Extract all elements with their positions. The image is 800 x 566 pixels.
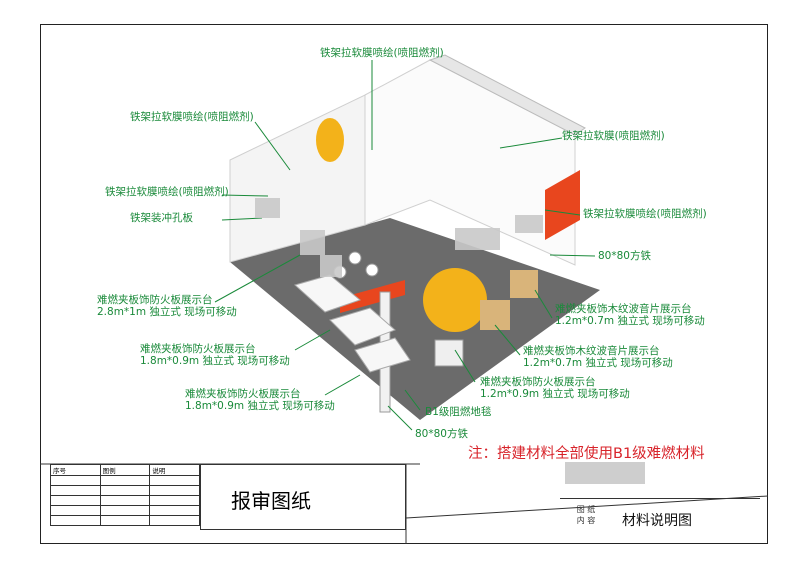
label-display-right-1: 难燃夹板饰木纹波音片展示台 1.2m*0.7m 独立式 现场可移动 bbox=[555, 303, 705, 327]
yellow-circle-graphic bbox=[423, 268, 487, 332]
label-display-left-1: 难燃夹板饰防火板展示台 2.8m*1m 独立式 现场可移动 bbox=[97, 294, 237, 318]
label-display-right-1-spec: 1.2m*0.7m 独立式 现场可移动 bbox=[555, 315, 705, 327]
label-display-left-3-title: 难燃夹板饰防火板展示台 bbox=[185, 388, 301, 400]
orange-fascia-right bbox=[545, 170, 580, 240]
label-display-right-2-spec: 1.2m*0.7m 独立式 现场可移动 bbox=[523, 357, 673, 369]
label-right-film-1: 铁架拉软膜(喷阻燃剂) bbox=[562, 130, 665, 142]
label-display-left-1-title: 难燃夹板饰防火板展示台 bbox=[97, 294, 213, 306]
label-display-right-3-title: 难燃夹板饰防火板展示台 bbox=[480, 376, 596, 388]
display-table-1 bbox=[293, 274, 362, 313]
drawing-content-key-2: 内 容 bbox=[576, 516, 596, 525]
blur-patch bbox=[565, 462, 645, 484]
label-display-left-3: 难燃夹板饰防火板展示台 1.8m*0.9m 独立式 现场可移动 bbox=[185, 388, 335, 412]
label-perforated-panel: 铁架装冲孔板 bbox=[130, 212, 193, 224]
label-carpet: B1级阻燃地毯 bbox=[425, 406, 492, 418]
label-display-right-3: 难燃夹板饰防火板展示台 1.2m*0.9m 独立式 现场可移动 bbox=[480, 376, 630, 400]
yellow-logo-graphic bbox=[316, 118, 344, 162]
label-display-left-3-spec: 1.8m*0.9m 独立式 现场可移动 bbox=[185, 400, 335, 412]
label-display-right-2: 难燃夹板饰木纹波音片展示台 1.2m*0.7m 独立式 现场可移动 bbox=[523, 345, 673, 369]
wood-display-2 bbox=[510, 270, 538, 298]
drawing-content-key-1: 图 纸 bbox=[576, 505, 596, 514]
label-display-left-2: 难燃夹板饰防火板展示台 1.8m*0.9m 独立式 现场可移动 bbox=[140, 343, 290, 367]
blur-patch bbox=[320, 255, 342, 277]
top-beam bbox=[428, 54, 586, 136]
drawing-frame bbox=[40, 24, 768, 544]
label-display-right-2-title: 难燃夹板饰木纹波音片展示台 bbox=[523, 345, 660, 357]
label-display-right-3-spec: 1.2m*0.9m 独立式 现场可移动 bbox=[480, 388, 630, 400]
label-display-left-2-spec: 1.8m*0.9m 独立式 现场可移动 bbox=[140, 355, 290, 367]
label-display-left-2-title: 难燃夹板饰防火板展示台 bbox=[140, 343, 256, 355]
material-note: 注：搭建材料全部使用B1级难燃材料 bbox=[468, 446, 705, 462]
label-left-film-2: 铁架拉软膜喷绘(喷阻燃剂) bbox=[105, 186, 229, 198]
label-right-film-2: 铁架拉软膜喷绘(喷阻燃剂) bbox=[583, 208, 707, 220]
label-top-film: 铁架拉软膜喷绘(喷阻燃剂) bbox=[320, 47, 444, 59]
drawing-name-box bbox=[560, 498, 760, 533]
drawing-title: 报审图纸 bbox=[200, 464, 406, 530]
label-square-steel-right: 80*80方铁 bbox=[598, 250, 651, 262]
legend-col-index: 序号 bbox=[50, 464, 101, 476]
orange-fascia-front bbox=[340, 280, 405, 313]
label-square-steel-bottom: 80*80方铁 bbox=[415, 428, 468, 440]
label-display-right-1-title: 难燃夹板饰木纹波音片展示台 bbox=[555, 303, 692, 315]
blur-patch bbox=[255, 198, 280, 218]
leader-lines bbox=[214, 60, 596, 431]
legend-col-symbol: 图例 bbox=[99, 464, 151, 476]
display-table-2 bbox=[329, 307, 396, 346]
display-table-3 bbox=[354, 337, 411, 373]
label-display-left-1-spec: 2.8m*1m 独立式 现场可移动 bbox=[97, 306, 237, 318]
blur-patch bbox=[515, 215, 543, 233]
legend-table: 序号 图例 说明 bbox=[50, 464, 200, 530]
display-table-4 bbox=[434, 339, 464, 367]
legend-col-desc: 说明 bbox=[149, 464, 200, 476]
drawing-name: 材料说明图 bbox=[622, 513, 692, 529]
blur-patch bbox=[455, 228, 500, 250]
drawing-content-key: 图 纸 内 容 bbox=[568, 504, 604, 526]
label-left-film-1: 铁架拉软膜喷绘(喷阻燃剂) bbox=[130, 111, 254, 123]
blur-patch bbox=[300, 230, 325, 255]
